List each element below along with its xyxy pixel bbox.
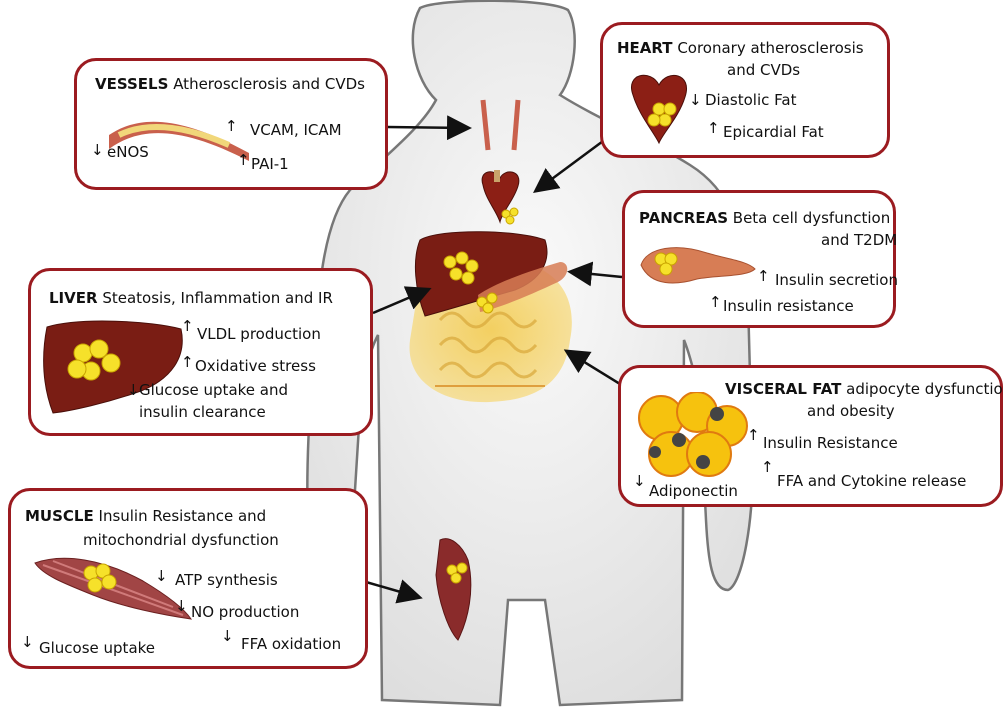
- muscle-item-atp: ATP synthesis: [175, 571, 278, 589]
- up-arrow-icon: ↑: [237, 151, 250, 169]
- up-arrow-icon: ↑: [181, 353, 194, 371]
- adipocyte-icon: [635, 392, 750, 478]
- down-arrow-icon: ↓: [127, 381, 140, 399]
- up-arrow-icon: ↑: [225, 117, 238, 135]
- pancreas-icon: [637, 239, 757, 289]
- pancreas-heading: PANCREAS: [639, 209, 728, 227]
- down-arrow-icon: ↓: [21, 633, 34, 651]
- vessels-title: Atherosclerosis and CVDs: [173, 75, 365, 93]
- muscle-item-glucose: Glucose uptake: [39, 639, 155, 657]
- up-arrow-icon: ↑: [747, 426, 760, 444]
- heart-box: HEART Coronary atherosclerosis and CVDs …: [600, 22, 890, 158]
- pancreas-title-line1: Beta cell dysfunction: [733, 209, 890, 227]
- down-arrow-icon: ↓: [91, 141, 104, 159]
- liver-icon: [41, 317, 191, 417]
- up-arrow-icon: ↑: [181, 317, 194, 335]
- liver-heading: LIVER: [49, 289, 98, 307]
- vessels-item-pai: PAI-1: [251, 155, 289, 173]
- down-arrow-icon: ↓: [633, 472, 646, 490]
- up-arrow-icon: ↑: [761, 458, 774, 476]
- liver-item-oxidative: Oxidative stress: [195, 357, 316, 375]
- heart-item-epicardial: Epicardial Fat: [723, 123, 824, 141]
- vessels-item-vcam: VCAM, ICAM: [250, 121, 342, 139]
- visceral-fat-title-line1: adipocyte dysfunction: [846, 380, 1003, 398]
- muscle-heading: MUSCLE: [25, 507, 94, 525]
- liver-item-clearance: insulin clearance: [139, 403, 266, 421]
- pancreas-box: PANCREAS Beta cell dysfunction and T2DM …: [622, 190, 896, 328]
- visceral-fat-item-ir: Insulin Resistance: [763, 434, 898, 452]
- muscle-item-ffa: FFA oxidation: [241, 635, 341, 653]
- heart-title-line2: and CVDs: [727, 61, 800, 79]
- up-arrow-icon: ↑: [709, 293, 722, 311]
- liver-box: LIVER Steatosis, Inflammation and IR ↑ V…: [28, 268, 373, 436]
- heart-item-diastolic: Diastolic Fat: [705, 91, 796, 109]
- heart-title-line1: Coronary atherosclerosis: [677, 39, 863, 57]
- liver-title: Steatosis, Inflammation and IR: [102, 289, 333, 307]
- vessels-item-enos: eNOS: [107, 143, 149, 161]
- visceral-fat-box: VISCERAL FAT adipocyte dysfunction and o…: [618, 365, 1003, 507]
- liver-item-glucose: Glucose uptake and: [139, 381, 288, 399]
- pancreas-item-resistance: Insulin resistance: [723, 297, 854, 315]
- up-arrow-icon: ↑: [707, 119, 720, 137]
- visceral-fat-heading: VISCERAL FAT: [725, 380, 841, 398]
- down-arrow-icon: ↓: [689, 91, 702, 109]
- muscle-title-line2: mitochondrial dysfunction: [83, 531, 279, 549]
- down-arrow-icon: ↓: [175, 597, 188, 615]
- liver-item-vldl: VLDL production: [197, 325, 321, 343]
- muscle-item-no: NO production: [191, 603, 299, 621]
- visceral-fat-item-adiponectin: Adiponectin: [649, 482, 738, 500]
- visceral-fat-item-ffa: FFA and Cytokine release: [777, 472, 966, 490]
- muscle-icon: [33, 549, 193, 621]
- pancreas-title-line2: and T2DM: [821, 231, 897, 249]
- muscle-title-line1: Insulin Resistance and: [99, 507, 267, 525]
- muscle-box: MUSCLE Insulin Resistance and mitochondr…: [8, 488, 368, 669]
- heart-heading: HEART: [617, 39, 673, 57]
- heart-icon: [625, 65, 695, 145]
- down-arrow-icon: ↓: [155, 567, 168, 585]
- up-arrow-icon: ↑: [757, 267, 770, 285]
- visceral-fat-title-line2: and obesity: [807, 402, 895, 420]
- vessels-box: VESSELS Atherosclerosis and CVDs ↑ VCAM,…: [74, 58, 388, 190]
- pancreas-item-secretion: Insulin secretion: [775, 271, 898, 289]
- vessels-heading: VESSELS: [95, 75, 168, 93]
- down-arrow-icon: ↓: [221, 627, 234, 645]
